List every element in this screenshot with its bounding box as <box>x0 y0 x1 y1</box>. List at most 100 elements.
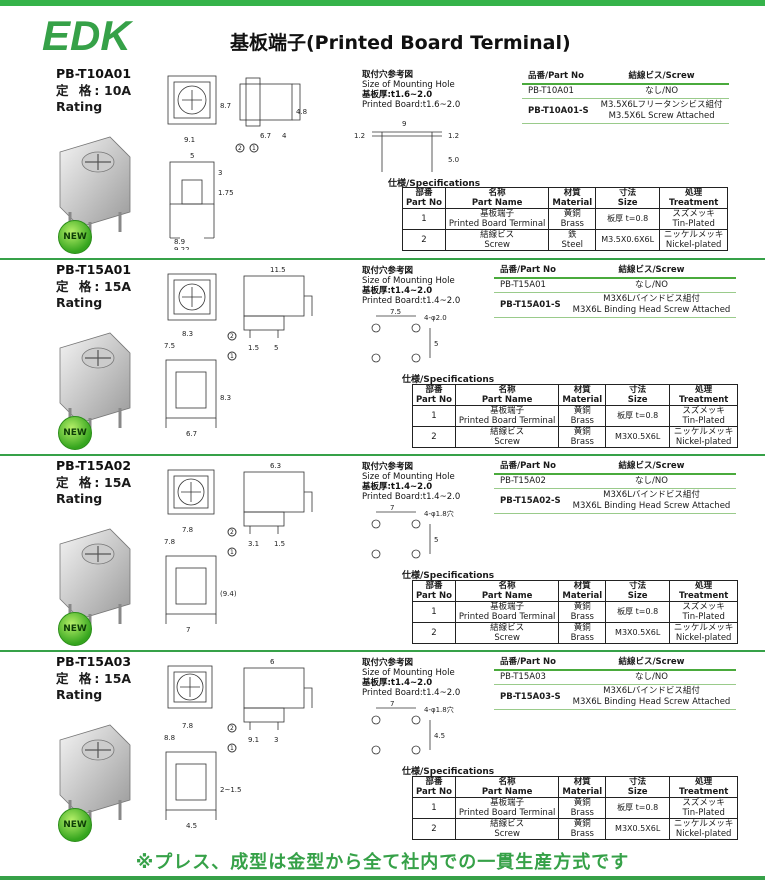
svg-text:2: 2 <box>230 725 234 732</box>
svg-text:4.5: 4.5 <box>434 732 445 740</box>
svg-text:6: 6 <box>270 658 275 666</box>
section-rule <box>0 650 765 652</box>
product-section: PB-T15A02 定 格:15A Rating NEW 7.8 7.8 6.3… <box>0 454 765 646</box>
svg-text:6.3: 6.3 <box>270 462 281 470</box>
svg-text:5: 5 <box>434 536 438 544</box>
svg-text:7.8: 7.8 <box>182 722 193 730</box>
svg-text:4: 4 <box>282 132 287 140</box>
svg-text:8.7: 8.7 <box>220 102 231 110</box>
svg-text:11.5: 11.5 <box>270 266 286 274</box>
svg-text:8.3: 8.3 <box>182 330 193 338</box>
svg-text:7.8: 7.8 <box>164 538 175 546</box>
model-number: PB-T15A02 <box>56 458 132 473</box>
svg-text:1.2: 1.2 <box>448 132 459 140</box>
svg-text:2: 2 <box>230 333 234 340</box>
svg-text:5: 5 <box>274 344 278 352</box>
new-badge: NEW <box>58 416 92 450</box>
svg-text:1: 1 <box>230 745 234 752</box>
svg-text:8.8: 8.8 <box>164 734 175 742</box>
svg-text:6.7: 6.7 <box>260 132 271 140</box>
product-photo <box>59 528 131 632</box>
svg-text:4-φ2.0: 4-φ2.0 <box>424 314 447 322</box>
product-photo <box>59 724 131 828</box>
svg-text:7: 7 <box>390 700 394 708</box>
svg-text:6.7: 6.7 <box>186 430 197 438</box>
mount-drawing-pb-t15a02: 7 4-φ1.8穴 5 <box>371 504 454 559</box>
svg-text:5: 5 <box>190 152 194 160</box>
svg-text:4.8: 4.8 <box>296 108 307 116</box>
mounting-hole-info: 取付穴参考図 Size of Mounting Hole 基板厚:t1.4~2.… <box>362 266 461 306</box>
svg-text:7.8: 7.8 <box>182 526 193 534</box>
svg-text:1.5: 1.5 <box>274 540 285 548</box>
drawing-pb-t15a01: 8.3 7.5 11.5 1.5 5 6.7 8.3 2 1 <box>164 266 313 438</box>
drawing-pb-t15a02: 7.8 7.8 6.3 3.1 1.5 7 (9.4) 2 1 <box>164 462 313 634</box>
top-rule <box>0 0 765 6</box>
svg-text:5: 5 <box>434 340 438 348</box>
model-number: PB-T10A01 <box>56 66 132 81</box>
bottom-rule <box>0 876 765 880</box>
svg-text:7.5: 7.5 <box>164 342 175 350</box>
new-badge: NEW <box>58 612 92 646</box>
svg-text:4-φ1.8穴: 4-φ1.8穴 <box>424 509 454 518</box>
svg-text:3.1: 3.1 <box>248 540 259 548</box>
rating: 定 格:10A <box>56 83 132 98</box>
mounting-hole-info: 取付穴参考図 Size of Mounting Hole 基板厚:t1.6~2.… <box>362 70 461 110</box>
product-photo <box>59 136 131 240</box>
model-number: PB-T15A01 <box>56 262 132 277</box>
svg-text:9.1: 9.1 <box>184 136 195 144</box>
page-title: 基板端子(Printed Board Terminal) <box>230 32 571 54</box>
svg-text:1: 1 <box>230 353 234 360</box>
svg-text:5.0: 5.0 <box>448 156 459 164</box>
rating: 定 格:15A <box>56 475 132 490</box>
rating: 定 格:15A <box>56 279 132 294</box>
section-rule <box>0 454 765 456</box>
svg-text:7.5: 7.5 <box>390 308 401 316</box>
product-photo <box>59 332 131 436</box>
svg-text:1.5: 1.5 <box>248 344 259 352</box>
rating-label: Rating <box>56 99 103 114</box>
svg-text:3: 3 <box>274 736 278 744</box>
svg-text:1: 1 <box>252 145 256 152</box>
svg-text:(9.4): (9.4) <box>220 590 237 598</box>
svg-text:2: 2 <box>238 145 242 152</box>
svg-text:8.9: 8.9 <box>174 238 185 246</box>
svg-text:2~1.5: 2~1.5 <box>220 786 241 794</box>
svg-text:3: 3 <box>218 169 222 177</box>
svg-text:8.3: 8.3 <box>220 394 231 402</box>
svg-text:9.22: 9.22 <box>174 246 190 250</box>
svg-text:2: 2 <box>230 529 234 536</box>
svg-text:4.5: 4.5 <box>186 822 197 830</box>
svg-text:1: 1 <box>230 549 234 556</box>
spec-title: 仕様/Specifications <box>402 375 495 385</box>
rating: 定 格:15A <box>56 671 132 686</box>
rating-label: Rating <box>56 687 103 702</box>
svg-text:7: 7 <box>186 626 190 634</box>
spec-title: 仕様/Specifications <box>402 571 495 581</box>
spec-title: 仕様/Specifications <box>402 767 495 777</box>
mounting-hole-info: 取付穴参考図 Size of Mounting Hole 基板厚:t1.4~2.… <box>362 462 461 502</box>
mount-drawing-pb-t15a03: 7 4-φ1.8穴 4.5 <box>371 700 454 755</box>
spec-title: 仕様/Specifications <box>388 179 481 189</box>
model-number: PB-T15A03 <box>56 654 132 669</box>
